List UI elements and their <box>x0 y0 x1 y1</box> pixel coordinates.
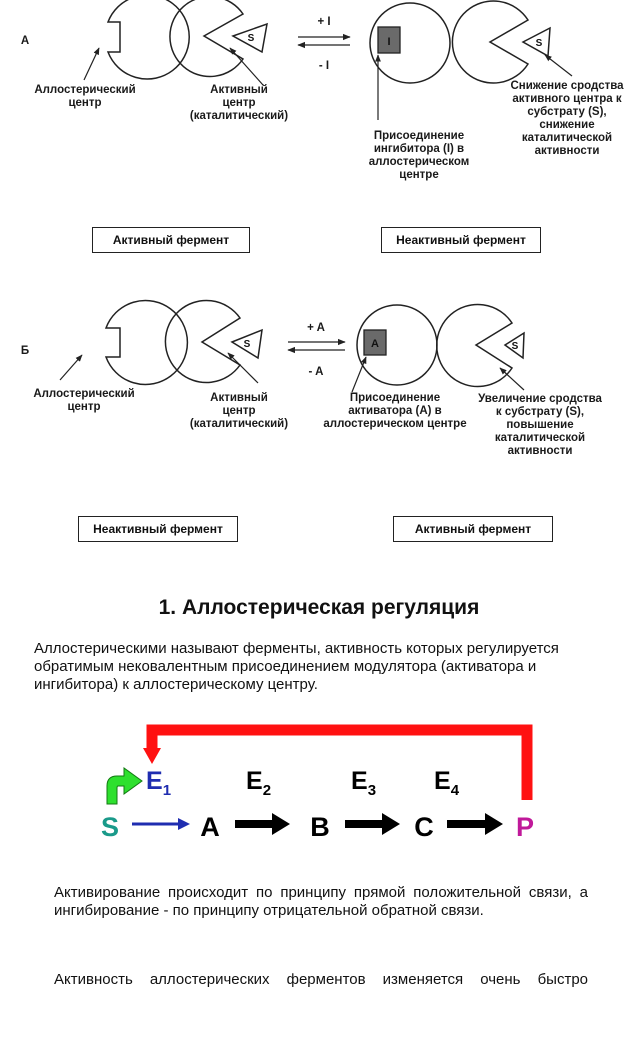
pathway-b: B <box>310 812 330 842</box>
panel-b-pointer-activator <box>351 356 367 393</box>
panel-b-letter: Б <box>20 345 30 357</box>
panel-a-active-line2: (каталитический) <box>189 110 289 122</box>
panel-b-allosteric-label: Аллостерический центр <box>33 388 135 413</box>
panel-a-pointer-allosteric <box>83 47 100 81</box>
panel-a-left-box: Активный фермент <box>92 227 250 253</box>
panel-b-arrow-back-label: - A <box>308 366 324 378</box>
panel-b-join-label: Присоединение активатора (А) в аллостери… <box>323 392 467 430</box>
enzyme-e3: E3 <box>351 767 376 799</box>
panel-a-right-substrate <box>521 26 551 58</box>
panel-b-modulator-letter: A <box>371 338 379 350</box>
note-speed: Активность аллостерических ферментов изм… <box>54 971 588 989</box>
enzyme-e4: E4 <box>434 767 460 799</box>
panel-b-pointer-allosteric <box>59 354 83 381</box>
panel-a-pointer-effect <box>544 54 573 77</box>
panel-b-right-enzyme <box>356 303 514 388</box>
panel-b-left-box: Неактивный фермент <box>78 516 238 542</box>
definition-text: Аллостерическими называют ферменты, акти… <box>34 640 559 693</box>
panel-a-join-label: Присоединение ингибитора (I) в аллостери… <box>368 130 470 181</box>
panel-b-substrate-triangle <box>230 328 263 360</box>
step-arrow-b-c <box>345 813 400 835</box>
enzyme-e1: E1 <box>146 767 171 799</box>
panel-b-right-substrate <box>503 331 525 360</box>
panel-a-right-enzyme <box>369 0 530 84</box>
panel-b-effect-label: Увеличение сродства к субстрату (S), пов… <box>478 393 602 457</box>
panel-a-allosteric-label: Аллостерический центр <box>34 84 136 109</box>
section-title: 1. Аллостерическая регуляция <box>158 596 480 619</box>
step-arrow-c-p <box>447 813 503 835</box>
feedback-arrowhead <box>143 748 161 764</box>
panel-a-arrow-forward-label: + I <box>317 16 331 28</box>
panel-b-active-line2: (каталитический) <box>189 418 289 430</box>
panel-a-modulator-letter: I <box>387 36 390 48</box>
feedback-arrow <box>146 724 533 800</box>
panel-a-effect-label: Снижение сродства активного центра к суб… <box>510 80 624 157</box>
panel-a-equilibrium-arrows <box>297 33 351 49</box>
pathway-s: S <box>101 812 119 842</box>
panel-b-right-box: Активный фермент <box>393 516 553 542</box>
activator-block <box>363 329 387 356</box>
step-arrow-a-b <box>235 813 290 835</box>
panel-a-right-box: Неактивный фермент <box>381 227 541 253</box>
panel-a-arrow-back-label: - I <box>318 60 330 72</box>
panel-a-pointer-active <box>229 47 264 86</box>
note-feedback-principle: Активирование происходит по принципу пря… <box>54 884 588 919</box>
panel-a-active-label: Активный центр (каталитический) <box>174 84 304 123</box>
panel-b-arrow-forward-label: + A <box>307 322 325 334</box>
pathway-p: P <box>516 812 534 842</box>
panel-a-substrate-right: S <box>536 38 543 49</box>
panel-a-letter: А <box>20 35 30 47</box>
pathway-a: A <box>200 812 220 842</box>
panel-a-substrate-triangle <box>231 22 268 54</box>
enzyme-e2: E2 <box>246 767 271 799</box>
panel-a-substrate-left: S <box>248 33 255 44</box>
panel-a-active-line1: Активный центр <box>210 84 268 109</box>
panel-b-pointer-active <box>227 352 259 384</box>
panel-b-active-label: Активный центр (каталитический) <box>174 392 304 431</box>
panel-b-left-enzyme <box>104 299 242 386</box>
panel-b-pointer-effect <box>499 367 525 391</box>
panel-b-active-line1: Активный центр <box>210 392 268 417</box>
step-arrow-s-a <box>132 818 190 830</box>
panel-b-equilibrium-arrows <box>287 338 346 354</box>
panel-b-substrate-left: S <box>244 339 251 350</box>
panel-a-left-enzyme <box>106 0 245 80</box>
note-speed-text: Активность аллостерических ферментов изм… <box>54 971 588 988</box>
pathway-c: C <box>414 812 434 842</box>
inhibitor-block <box>377 26 401 54</box>
activation-arrow <box>106 767 143 805</box>
panel-b-substrate-right: S <box>512 341 519 352</box>
